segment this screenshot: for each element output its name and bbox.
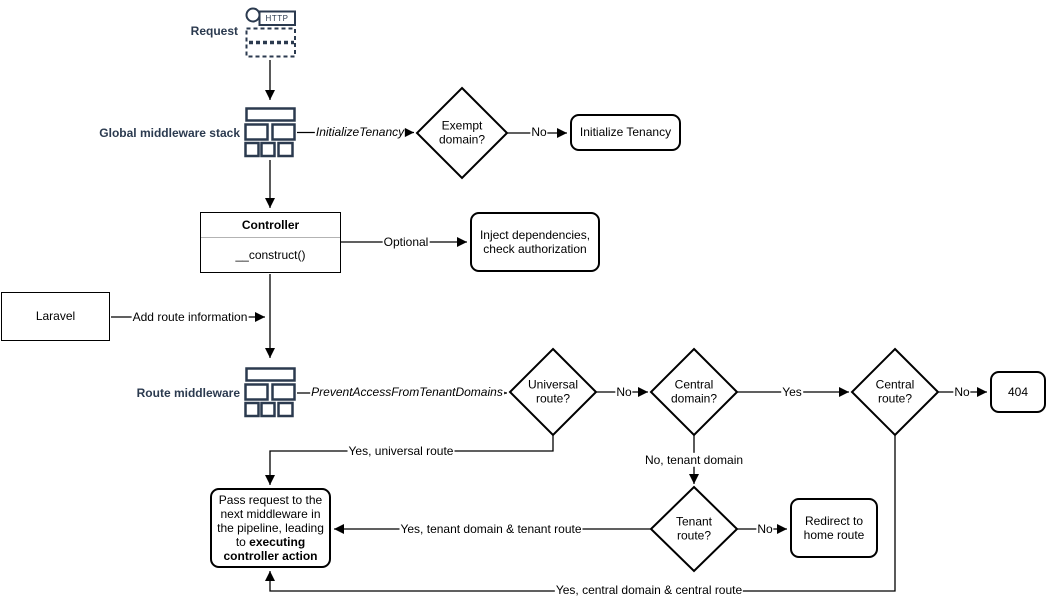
controller-title: Controller — [201, 213, 340, 238]
edge-label-yes-central-domain-route: Yes, central domain & central route — [554, 582, 744, 598]
diamond-central-domain — [649, 347, 739, 437]
edge-label-add-route-information: Add route information — [131, 309, 249, 325]
not-found-404-node: 404 — [990, 371, 1046, 413]
edge-label-central-domain-yes: Yes — [781, 384, 803, 400]
pass-request-text-bold: executing controller action — [223, 535, 318, 564]
pass-request-node: Pass request to the next middleware in t… — [210, 488, 331, 568]
route-middleware-stack-icon — [244, 367, 296, 418]
route-middleware-label: Route middleware — [136, 386, 240, 400]
edge-label-tenant-route-no: No — [756, 521, 774, 537]
pass-request-text-normal: Pass request to the next middleware in t… — [217, 492, 324, 550]
http-request-icon — [245, 7, 296, 58]
edge-label-yes-tenant-domain-route: Yes, tenant domain & tenant route — [399, 521, 583, 537]
edge-universal-yes-to-pass — [265, 435, 554, 485]
edge-label-optional: Optional — [382, 234, 430, 250]
diamond-central-route — [850, 347, 940, 437]
http-icon-label: HTTP — [265, 13, 289, 23]
pass-request-text: Pass request to the next middleware in t… — [214, 493, 327, 564]
exempt-domain-decision-label: Exempt domain? — [438, 118, 486, 147]
middleware-stack-icon — [244, 107, 296, 158]
inject-dependencies-text: Inject dependencies, check authorization — [479, 227, 591, 256]
edge-label-central-route-no: No — [953, 384, 971, 400]
edge-label-initialize-tenancy: InitializeTenancy — [314, 124, 406, 140]
redirect-home-text: Redirect to home route — [803, 513, 865, 542]
not-found-404-text: 404 — [1007, 384, 1029, 399]
initialize-tenancy-node: Initialize Tenancy — [570, 114, 681, 151]
diamond-universal-route — [508, 347, 598, 437]
icons-layer — [244, 7, 296, 418]
laravel-node: Laravel — [1, 292, 110, 341]
controller-method: __construct() — [235, 247, 306, 262]
laravel-text: Laravel — [35, 309, 76, 324]
request-label: Request — [190, 24, 238, 38]
universal-route-decision-label: Universal route? — [527, 377, 579, 406]
redirect-home-node: Redirect to home route — [790, 498, 878, 558]
edge-label-exempt-no: No — [530, 124, 548, 140]
diamond-exempt-domain — [415, 86, 509, 180]
central-route-decision-label: Central route? — [875, 377, 915, 406]
global-middleware-stack-label: Global middleware stack — [99, 126, 240, 140]
inject-dependencies-node: Inject dependencies, check authorization — [470, 212, 600, 272]
central-domain-decision-label: Central domain? — [670, 377, 718, 406]
edge-label-yes-universal-route: Yes, universal route — [347, 443, 455, 459]
controller-node: Controller __construct() — [200, 212, 341, 273]
tenant-route-decision-label: Tenant route? — [675, 514, 713, 543]
decision-diamonds — [415, 86, 940, 573]
diamond-tenant-route — [649, 485, 739, 573]
edge-label-universal-no: No — [615, 384, 633, 400]
edge-label-no-tenant-domain: No, tenant domain — [643, 452, 745, 468]
edge-label-prevent-access: PreventAccessFromTenantDomains — [310, 384, 504, 400]
initialize-tenancy-text: Initialize Tenancy — [579, 125, 672, 140]
